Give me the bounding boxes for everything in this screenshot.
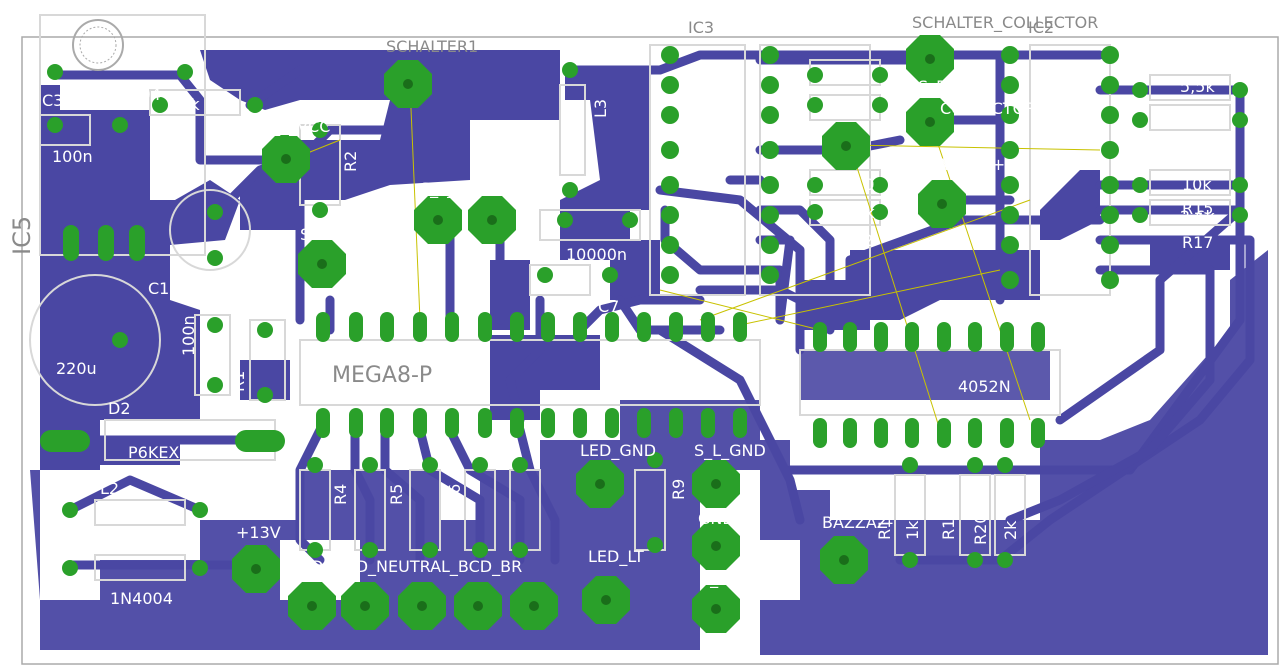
label-d2-val: P6KEXX bbox=[128, 443, 190, 462]
label-r17: R17 bbox=[1182, 233, 1213, 252]
label-r2: R2 bbox=[341, 151, 360, 172]
label-v3k: 3k bbox=[969, 480, 988, 500]
label-v10k-2: 10k bbox=[1182, 175, 1212, 194]
label-d1-val: 1N4004 bbox=[110, 589, 173, 608]
label-ic2-type: 4052N bbox=[1055, 87, 1074, 140]
label-v55k-2: 5,5k bbox=[840, 203, 875, 222]
label-r16: R16 bbox=[1184, 103, 1215, 122]
label-c7: C7 bbox=[598, 297, 619, 316]
label-v2k: 2k bbox=[1001, 520, 1020, 540]
label-mega: MEGA8-P bbox=[332, 363, 432, 388]
label-v210: 210 bbox=[844, 175, 875, 194]
label-r6: R6 bbox=[445, 484, 464, 505]
label-bazzaz-minus: BAZZAZ- bbox=[822, 513, 893, 532]
label-r10k: 10k bbox=[170, 95, 200, 114]
silkscreen bbox=[29, 14, 1231, 581]
label-r20: R20 bbox=[971, 514, 990, 545]
label-ic1-type: 4052N bbox=[958, 377, 1011, 396]
label-v55k-1: 5,5k bbox=[1180, 77, 1215, 96]
label-v10k-1: 10k bbox=[1182, 111, 1212, 130]
traces bbox=[50, 50, 1255, 570]
label-r15: R15 bbox=[1182, 199, 1213, 218]
label-r14: R14 bbox=[1182, 137, 1213, 156]
label-d1: D1 bbox=[110, 531, 133, 550]
label-plus13v: +13V bbox=[236, 523, 281, 542]
label-sig: SIG bbox=[532, 179, 559, 198]
label-c2: C2 bbox=[257, 289, 276, 310]
label-c1: C1 bbox=[148, 279, 169, 298]
label-c3: C3 bbox=[42, 91, 63, 110]
label-ic3-type: 4052N bbox=[715, 87, 734, 140]
label-l2: L2 bbox=[100, 479, 119, 498]
label-v1k: 1k bbox=[903, 520, 922, 540]
label-gnd: GND bbox=[698, 509, 735, 528]
label-d2: D2 bbox=[108, 399, 131, 418]
label-s-r-gnd: S_R_GND bbox=[700, 569, 774, 589]
label-schalter1: SCHALTER1 bbox=[386, 37, 478, 56]
label-schalter-collector: SCHALTER_COLLECTOR bbox=[912, 13, 1098, 33]
pads-oval bbox=[40, 225, 1045, 452]
pad-holes bbox=[251, 54, 947, 614]
label-l2-val: 47uH bbox=[106, 505, 149, 524]
label-collector: COLLECTOR bbox=[940, 99, 1036, 118]
d5-symbol bbox=[72, 19, 124, 71]
label-r1: R1 bbox=[229, 371, 248, 392]
label-led-row: LED_GND_NEUTRAL_BCD_BR bbox=[292, 557, 522, 577]
label-l3-val: 10uH bbox=[563, 107, 582, 150]
label-d5-val: 1N4004 bbox=[98, 85, 161, 104]
label-s-l-vcc: S_L_VCC bbox=[262, 117, 330, 137]
label-v26k: 2,6k bbox=[1180, 207, 1215, 226]
airwires bbox=[289, 84, 1101, 431]
label-c1-val: 220u bbox=[56, 359, 97, 378]
pads-octagon bbox=[232, 35, 966, 633]
label-r12: R12 bbox=[842, 231, 873, 250]
labels: IC5 IC3 IC2 4052N 4052N 4052N MEGA8-P SC… bbox=[8, 13, 1215, 608]
label-v16k: 1,6k bbox=[830, 67, 865, 86]
label-r19: R19 bbox=[939, 509, 958, 540]
label-c2-val: 100n bbox=[179, 315, 198, 356]
label-ic5: IC5 bbox=[8, 216, 36, 255]
label-s-l-sig: S_L_SIG bbox=[420, 179, 482, 199]
label-c7-val: 10000n bbox=[566, 245, 627, 264]
label-c3-val: 100n bbox=[52, 147, 93, 166]
label-l3: L3 bbox=[591, 99, 610, 118]
label-s-l-gnd: S_L_GND bbox=[694, 441, 766, 461]
label-r9: R9 bbox=[669, 479, 688, 500]
label-led-gnd: LED_GND bbox=[580, 441, 656, 461]
label-ic2: IC2 bbox=[1028, 18, 1054, 37]
label-led-lt: LED_LT bbox=[588, 547, 644, 567]
label-ic3: IC3 bbox=[688, 18, 714, 37]
pads-round bbox=[47, 46, 1248, 576]
label-r5: R5 bbox=[387, 484, 406, 505]
label-schalter2: SCHALTER2 bbox=[300, 225, 392, 244]
label-r18: R18 bbox=[875, 509, 894, 540]
label-s-r-vcc: S_R_VCC bbox=[918, 77, 989, 97]
label-r4: R4 bbox=[331, 484, 350, 505]
label-bazzaz-plus: BAZZAZ+ bbox=[926, 155, 1005, 174]
